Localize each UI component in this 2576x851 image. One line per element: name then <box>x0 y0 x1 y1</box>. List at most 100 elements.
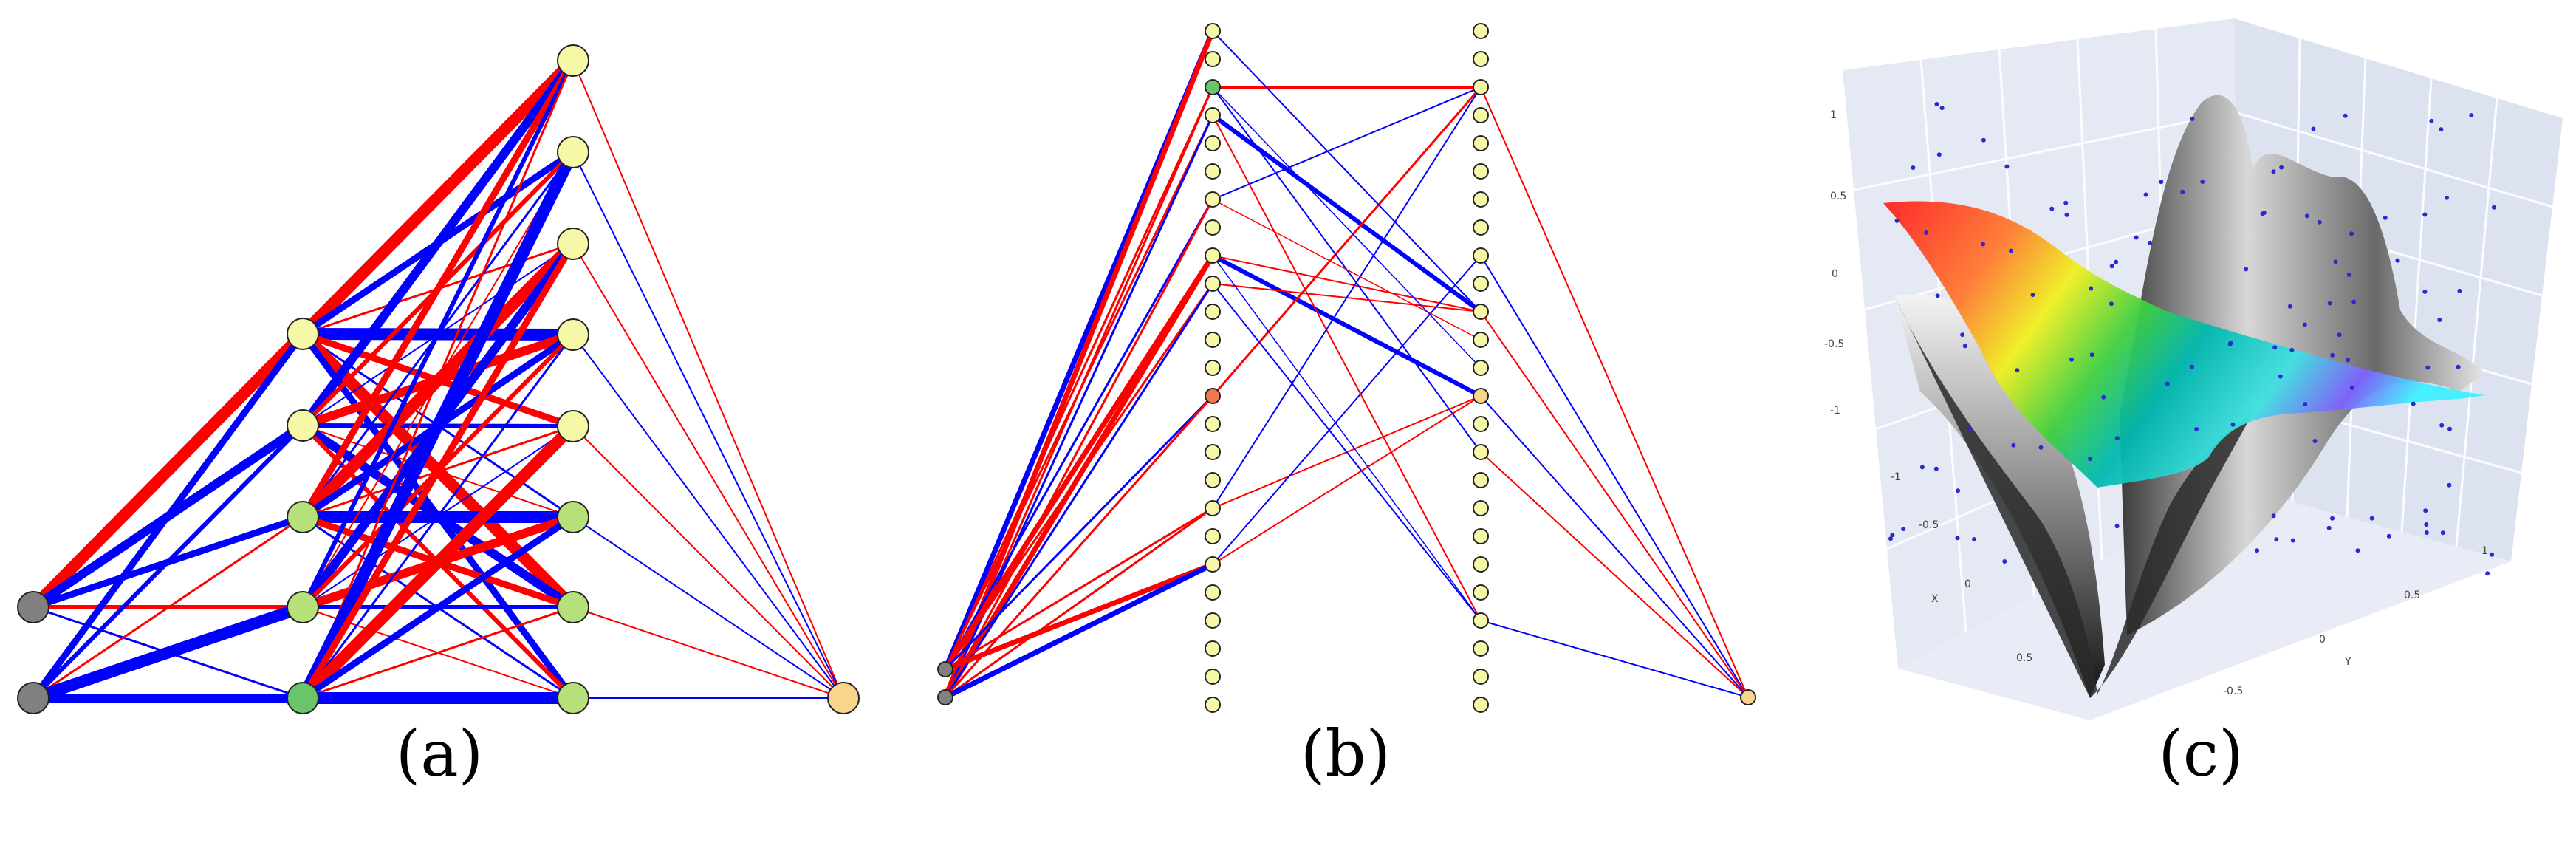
z-tick-4: -1 <box>1830 405 1840 417</box>
node-b-layer1 <box>1205 528 1221 544</box>
data-point <box>2440 530 2445 536</box>
edge-a-in-h1 <box>31 423 305 700</box>
y-axis-label: Y <box>2344 656 2351 668</box>
edge-b-in-c1 <box>945 507 1213 671</box>
node-a-hidden2 <box>557 682 589 714</box>
data-point <box>2089 352 2094 358</box>
node-b-layer2 <box>1473 107 1489 123</box>
data-point <box>2200 180 2205 184</box>
data-point <box>2109 264 2114 269</box>
data-point <box>2445 195 2449 200</box>
node-b-layer2 <box>1473 584 1489 601</box>
edge-a-h1-h2 <box>297 420 579 704</box>
data-point <box>2330 352 2335 358</box>
node-b-layer1 <box>1205 247 1221 264</box>
edge-b-c2-out <box>1480 255 1749 698</box>
data-point <box>2490 552 2494 557</box>
data-point <box>2424 530 2429 535</box>
data-point <box>1939 106 1945 111</box>
node-a-hidden2 <box>557 136 589 168</box>
data-point <box>2109 301 2114 307</box>
x-axis-label: X <box>1931 593 1939 605</box>
node-a-hidden1 <box>287 501 319 533</box>
edge-a-h1-h2 <box>301 606 575 700</box>
node-b-layer1 <box>1205 135 1221 151</box>
panel-c-surface-plot: 1 0.5 0 -0.5 -1 -1 -0.5 0 0.5 X -0.5 0 0… <box>1824 18 2563 720</box>
data-point <box>2303 402 2308 406</box>
data-point <box>2439 423 2445 428</box>
data-point <box>2165 381 2170 386</box>
edge-b-c1-c2 <box>1212 115 1481 621</box>
node-b-layer1 <box>1205 472 1221 488</box>
grey-surface-trough <box>1894 295 2253 698</box>
edge-b-in-c1 <box>944 394 1214 671</box>
data-point <box>1934 102 1939 106</box>
data-point <box>2038 445 2044 450</box>
data-point <box>1981 137 1986 143</box>
data-point <box>2148 240 2153 245</box>
node-b-layer2 <box>1473 444 1489 460</box>
node-b-input <box>937 689 953 705</box>
edge-b-c1-c2 <box>1212 255 1481 621</box>
node-b-layer1 <box>1205 612 1221 629</box>
data-point <box>2333 259 2338 264</box>
edge-a-h1-h2 <box>299 57 577 521</box>
node-b-layer1 <box>1205 500 1221 516</box>
data-points <box>1888 102 2496 576</box>
grid-line <box>2234 111 2553 208</box>
edge-b-c1-c2 <box>1212 255 1481 565</box>
data-point <box>2290 538 2295 543</box>
data-point <box>2330 516 2334 521</box>
grid-line <box>2455 98 2498 547</box>
data-point <box>2194 427 2199 431</box>
node-b-layer2 <box>1473 528 1489 544</box>
edge-a-h2-out <box>572 426 844 699</box>
data-point <box>2287 304 2292 309</box>
node-b-layer2 <box>1473 247 1489 264</box>
data-point <box>2383 215 2388 220</box>
data-point <box>2002 559 2007 564</box>
data-point <box>1956 488 1961 493</box>
data-point <box>2180 189 2185 194</box>
node-a-hidden1 <box>287 682 319 714</box>
node-b-layer1 <box>1205 416 1221 432</box>
node-a-hidden1 <box>287 409 319 442</box>
edge-a-h1-h2 <box>301 59 575 700</box>
node-b-layer2 <box>1473 79 1489 95</box>
axis-ticks: 1 0.5 0 -0.5 -1 -1 -0.5 0 0.5 X -0.5 0 0… <box>1824 109 2488 697</box>
caption-a: (a) <box>396 717 483 791</box>
node-b-layer1 <box>1205 584 1221 601</box>
edge-b-in-c1 <box>944 561 1214 672</box>
edge-b-in-c1 <box>942 30 1216 699</box>
node-b-layer2 <box>1473 163 1489 180</box>
edge-a-h2-out <box>572 334 844 699</box>
panel-b-network <box>937 23 1756 713</box>
data-point <box>2159 180 2164 185</box>
edge-a-h2-out <box>572 516 844 699</box>
z-tick-5: -1 <box>1891 471 1901 483</box>
edge-a-in-h1 <box>27 601 309 704</box>
data-point <box>2030 293 2035 298</box>
z-tick-1: 0.5 <box>1830 191 1846 202</box>
edge-b-in-c1 <box>944 199 1214 670</box>
edge-a-h1-h2 <box>297 55 579 340</box>
data-point <box>2069 357 2074 362</box>
panel-b-nodes <box>937 23 1756 713</box>
node-b-layer2 <box>1473 556 1489 573</box>
node-b-layer2 <box>1473 304 1489 320</box>
node-b-layer2 <box>1473 332 1489 348</box>
data-point <box>2369 516 2374 521</box>
data-point <box>2343 113 2348 118</box>
data-point <box>1888 536 1893 541</box>
data-point <box>1955 536 1960 541</box>
data-point <box>2228 341 2233 346</box>
node-b-layer2 <box>1473 416 1489 432</box>
data-point <box>2278 374 2283 379</box>
edge-b-in-c1 <box>944 199 1214 698</box>
edge-a-h2-out <box>572 60 844 699</box>
node-b-layer2 <box>1473 472 1489 488</box>
data-point <box>2064 212 2069 217</box>
node-a-hidden1 <box>287 591 319 623</box>
data-point <box>2485 571 2490 576</box>
data-point <box>2289 347 2295 352</box>
